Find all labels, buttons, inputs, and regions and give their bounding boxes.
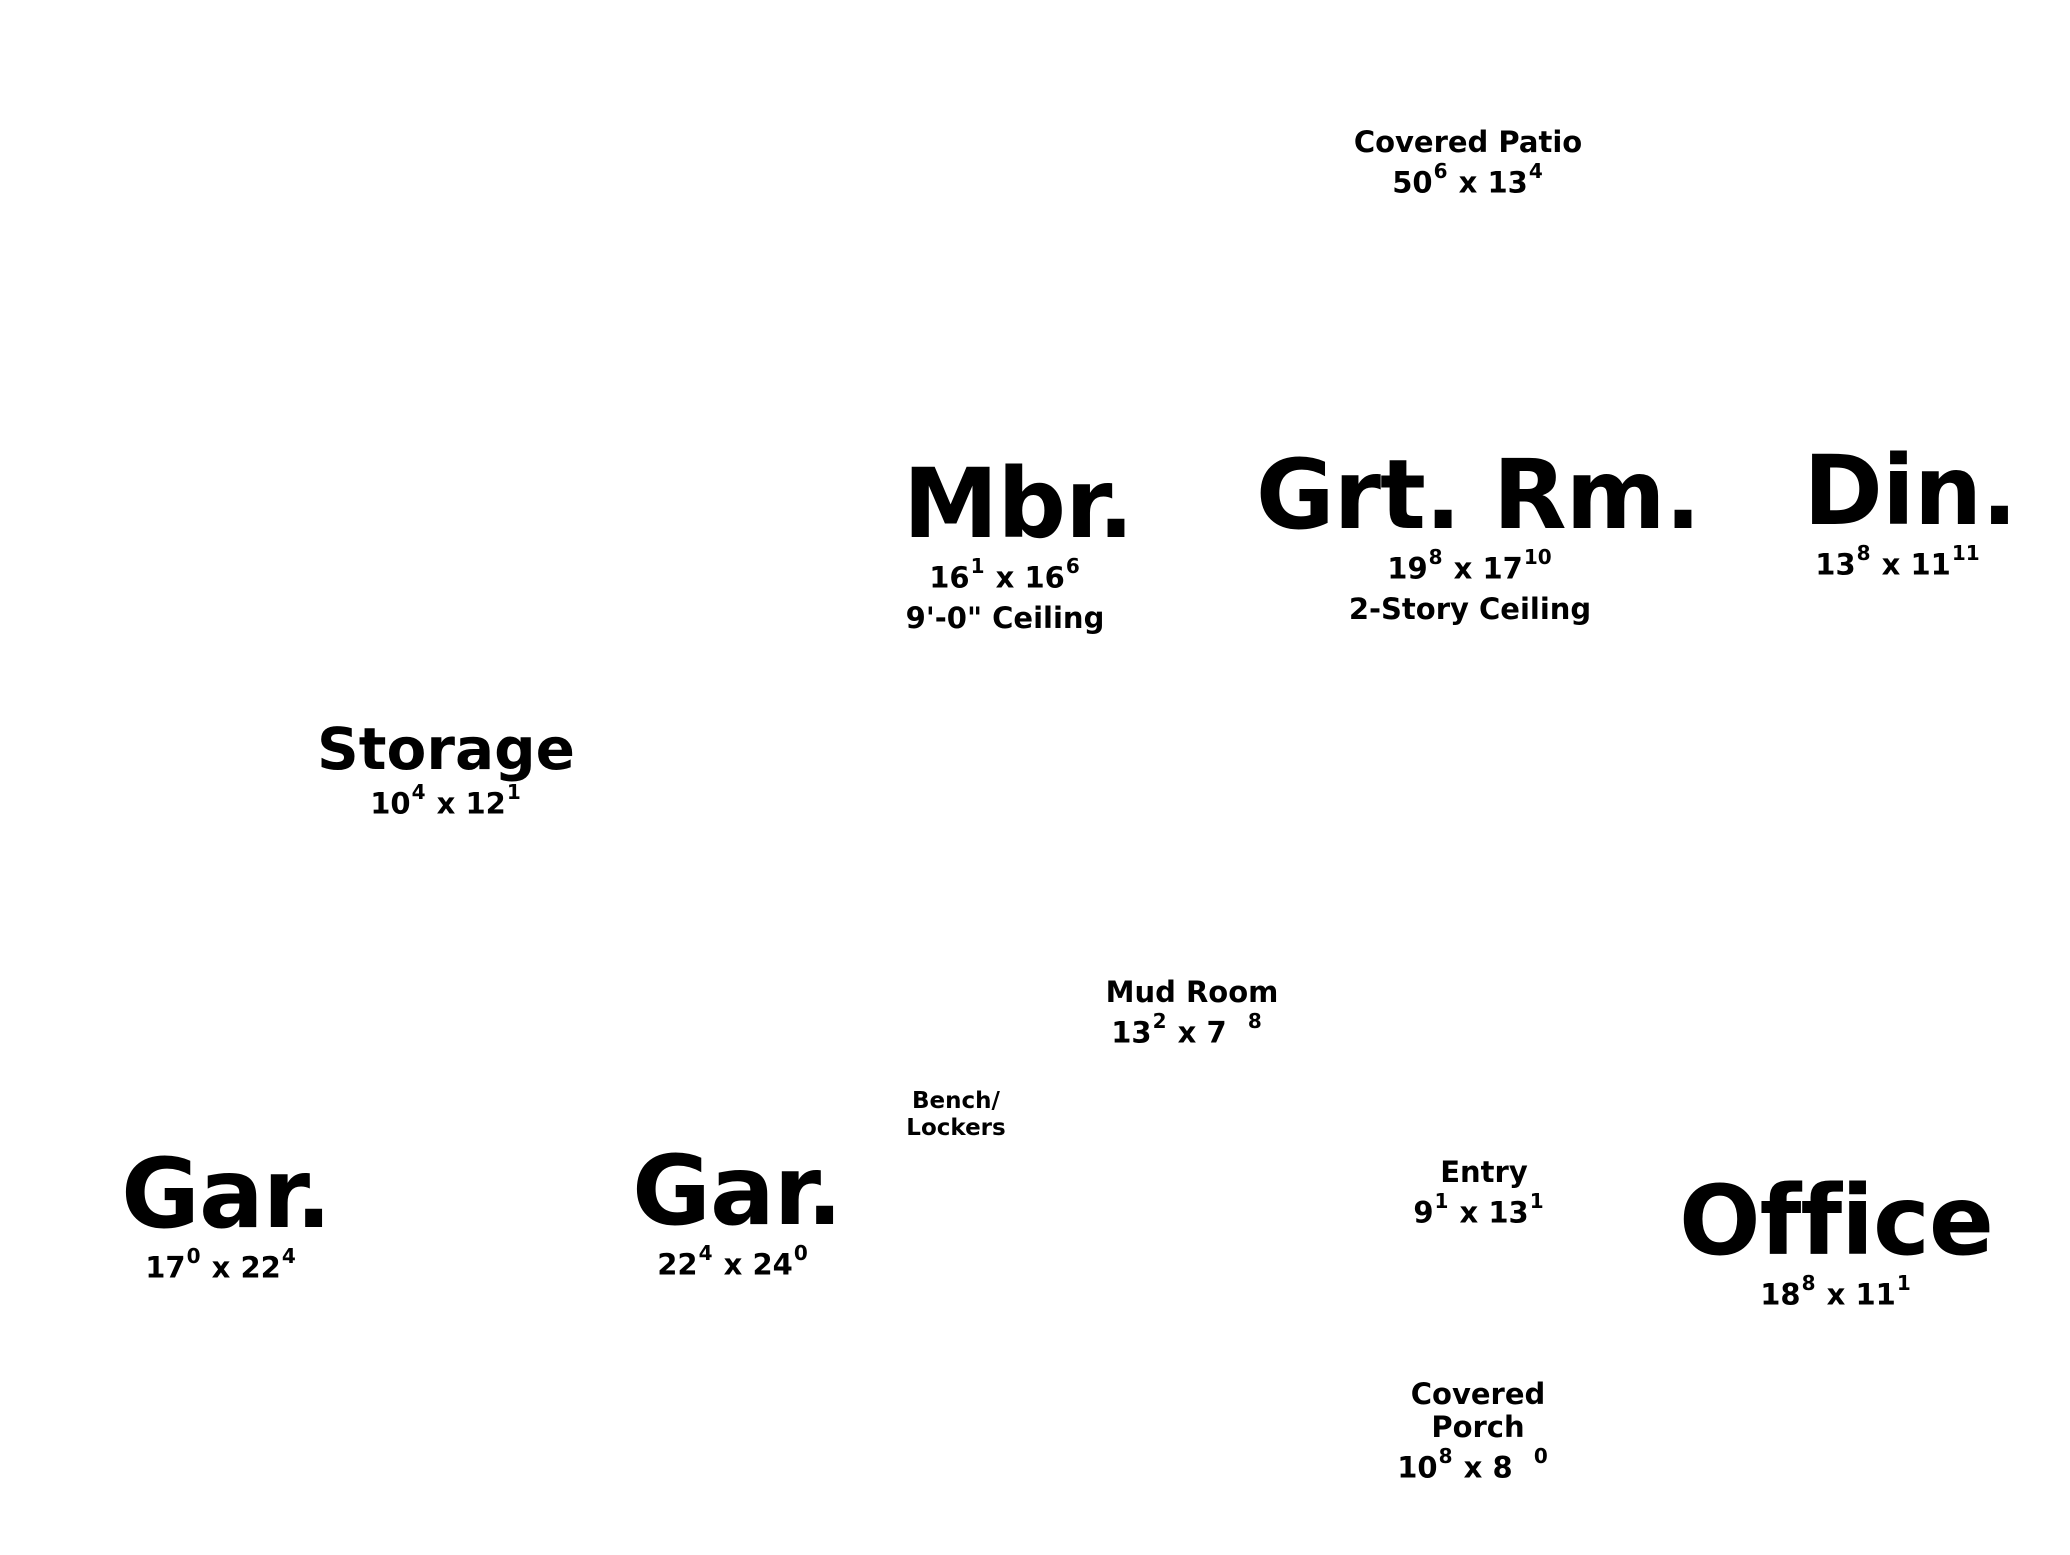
room-name: Grt. Rm. bbox=[1255, 439, 1701, 551]
room-dining: Din. 138 x 1111 bbox=[1803, 435, 2017, 582]
room-dimensions: 224 x 240 bbox=[657, 1241, 808, 1282]
bench-lockers-label: Bench/ Lockers bbox=[906, 1090, 1005, 1140]
room-dimensions: 198 x 1710 bbox=[1387, 545, 1552, 586]
room-dimensions: 170 x 224 bbox=[145, 1244, 296, 1285]
room-name: Office bbox=[1678, 1165, 1994, 1277]
room-dimensions: 161 x 166 bbox=[929, 554, 1080, 595]
room-dimensions: 132 x 7 8 bbox=[1111, 1009, 1262, 1050]
room-name: Din. bbox=[1803, 435, 2017, 547]
room-garage-2: Gar. 224 x 240 bbox=[632, 1135, 843, 1282]
room-name: Covered Patio bbox=[1353, 125, 1583, 159]
room-name: Entry bbox=[1440, 1155, 1528, 1189]
room-name-line-2: Lockers bbox=[906, 1115, 1006, 1141]
room-name: Mud Room bbox=[1105, 975, 1279, 1009]
room-storage: Storage 104 x 121 bbox=[317, 720, 575, 821]
room-name: Storage bbox=[317, 715, 575, 783]
room-name-line-1: Covered bbox=[1410, 1377, 1546, 1411]
room-great-room: Grt. Rm. 198 x 1710 2-Story Ceiling bbox=[1255, 439, 1701, 627]
room-dimensions: 91 x 131 bbox=[1413, 1189, 1544, 1230]
room-mud-room: Mud Room 132 x 7 8 bbox=[1106, 978, 1279, 1050]
room-covered-patio: Covered Patio 506 x 134 bbox=[1354, 128, 1582, 200]
room-dimensions: 104 x 121 bbox=[370, 780, 521, 821]
room-ceiling-note: 2-Story Ceiling bbox=[1348, 592, 1592, 627]
room-office: Office 188 x 111 bbox=[1678, 1165, 1994, 1312]
room-garage-1: Gar. 170 x 224 bbox=[121, 1138, 332, 1285]
room-ceiling-note: 9'-0" Ceiling bbox=[905, 601, 1105, 636]
room-dimensions: 506 x 134 bbox=[1392, 159, 1543, 200]
room-name: Gar. bbox=[121, 1138, 332, 1250]
room-dimensions: 108 x 8 0 bbox=[1397, 1444, 1548, 1485]
room-master-bedroom: Mbr. 161 x 166 9'-0" Ceiling bbox=[902, 448, 1134, 636]
room-dimensions: 188 x 111 bbox=[1760, 1271, 1911, 1312]
room-name-line-1: Bench/ bbox=[912, 1088, 1000, 1114]
room-name-line-2: Porch bbox=[1431, 1410, 1525, 1444]
room-entry: Entry 91 x 131 bbox=[1413, 1155, 1544, 1230]
room-name: Mbr. bbox=[902, 448, 1134, 560]
room-covered-porch: Covered Porch 108 x 8 0 bbox=[1397, 1377, 1549, 1485]
room-name: Gar. bbox=[632, 1135, 843, 1247]
room-dimensions: 138 x 1111 bbox=[1815, 541, 1980, 582]
